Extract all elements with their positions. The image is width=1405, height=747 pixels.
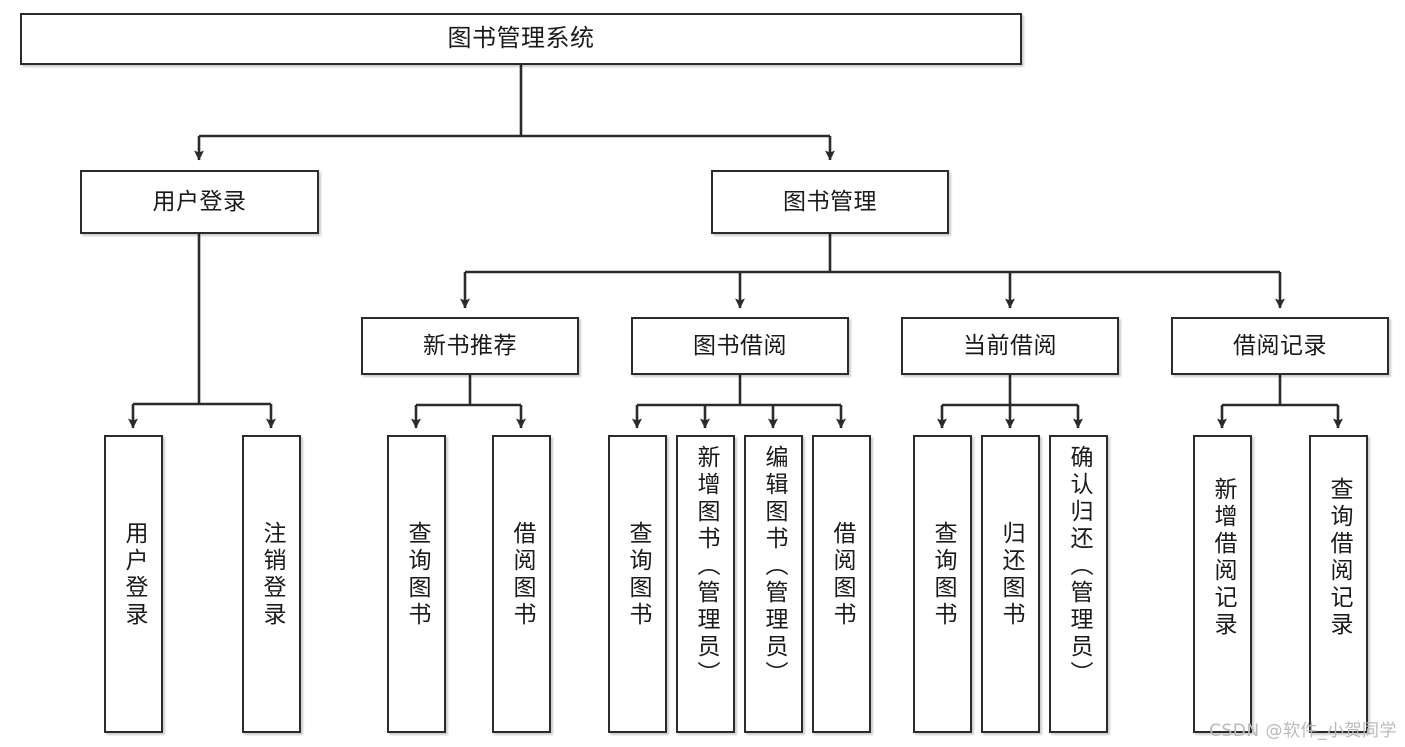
node-current-borrow[interactable]: 当前借阅 <box>901 317 1119 375</box>
node-label: 查询图书 <box>930 521 957 629</box>
node-label: 确认归还（管理员） <box>1066 445 1093 688</box>
node-label: 图书管理 <box>783 188 877 215</box>
node-label: 用户登录 <box>152 188 247 215</box>
node-label: 用户登录 <box>121 521 148 629</box>
node-label: 新增图书（管理员） <box>693 445 720 688</box>
node-book-borrow[interactable]: 图书借阅 <box>631 317 849 375</box>
watermark: CSDN @软件_小贺同学 <box>1209 721 1397 741</box>
node-label: 当前借阅 <box>963 332 1057 359</box>
node-borrow-record[interactable]: 借阅记录 <box>1171 317 1389 375</box>
node-book-management[interactable]: 图书管理 <box>711 170 949 234</box>
node-leaf-borrow-book-2[interactable]: 借阅图书 <box>812 435 871 733</box>
node-label: 图书管理系统 <box>447 24 595 53</box>
node-leaf-user-login[interactable]: 用户登录 <box>104 435 163 733</box>
node-label: 编辑图书（管理员） <box>761 445 788 688</box>
node-leaf-add-book[interactable]: 新增图书（管理员） <box>676 435 735 733</box>
node-label: 借阅记录 <box>1233 332 1327 359</box>
node-leaf-query-book-2[interactable]: 查询图书 <box>608 435 667 733</box>
node-leaf-borrow-book-1[interactable]: 借阅图书 <box>492 435 551 733</box>
node-new-book-recommend[interactable]: 新书推荐 <box>361 317 579 375</box>
node-leaf-query-book-3[interactable]: 查询图书 <box>913 435 972 733</box>
node-label: 借阅图书 <box>829 521 856 629</box>
node-label: 归还图书 <box>998 521 1025 629</box>
node-label: 图书借阅 <box>693 332 787 359</box>
node-leaf-add-record[interactable]: 新增借阅记录 <box>1193 435 1252 733</box>
node-user-login[interactable]: 用户登录 <box>80 170 319 234</box>
node-leaf-logout[interactable]: 注销登录 <box>242 435 301 733</box>
node-leaf-confirm-return[interactable]: 确认归还（管理员） <box>1049 435 1108 733</box>
node-root-book-management-system[interactable]: 图书管理系统 <box>20 13 1022 65</box>
node-label: 新增借阅记录 <box>1210 477 1237 639</box>
node-label: 查询图书 <box>625 521 652 629</box>
node-label: 查询借阅记录 <box>1326 477 1353 639</box>
node-label: 借阅图书 <box>509 521 536 629</box>
node-leaf-edit-book[interactable]: 编辑图书（管理员） <box>744 435 803 733</box>
node-leaf-query-book-1[interactable]: 查询图书 <box>387 435 446 733</box>
node-label: 新书推荐 <box>423 332 517 359</box>
node-leaf-query-record[interactable]: 查询借阅记录 <box>1309 435 1368 733</box>
node-label: 查询图书 <box>404 521 431 629</box>
node-leaf-return-book[interactable]: 归还图书 <box>981 435 1040 733</box>
node-label: 注销登录 <box>259 521 286 629</box>
